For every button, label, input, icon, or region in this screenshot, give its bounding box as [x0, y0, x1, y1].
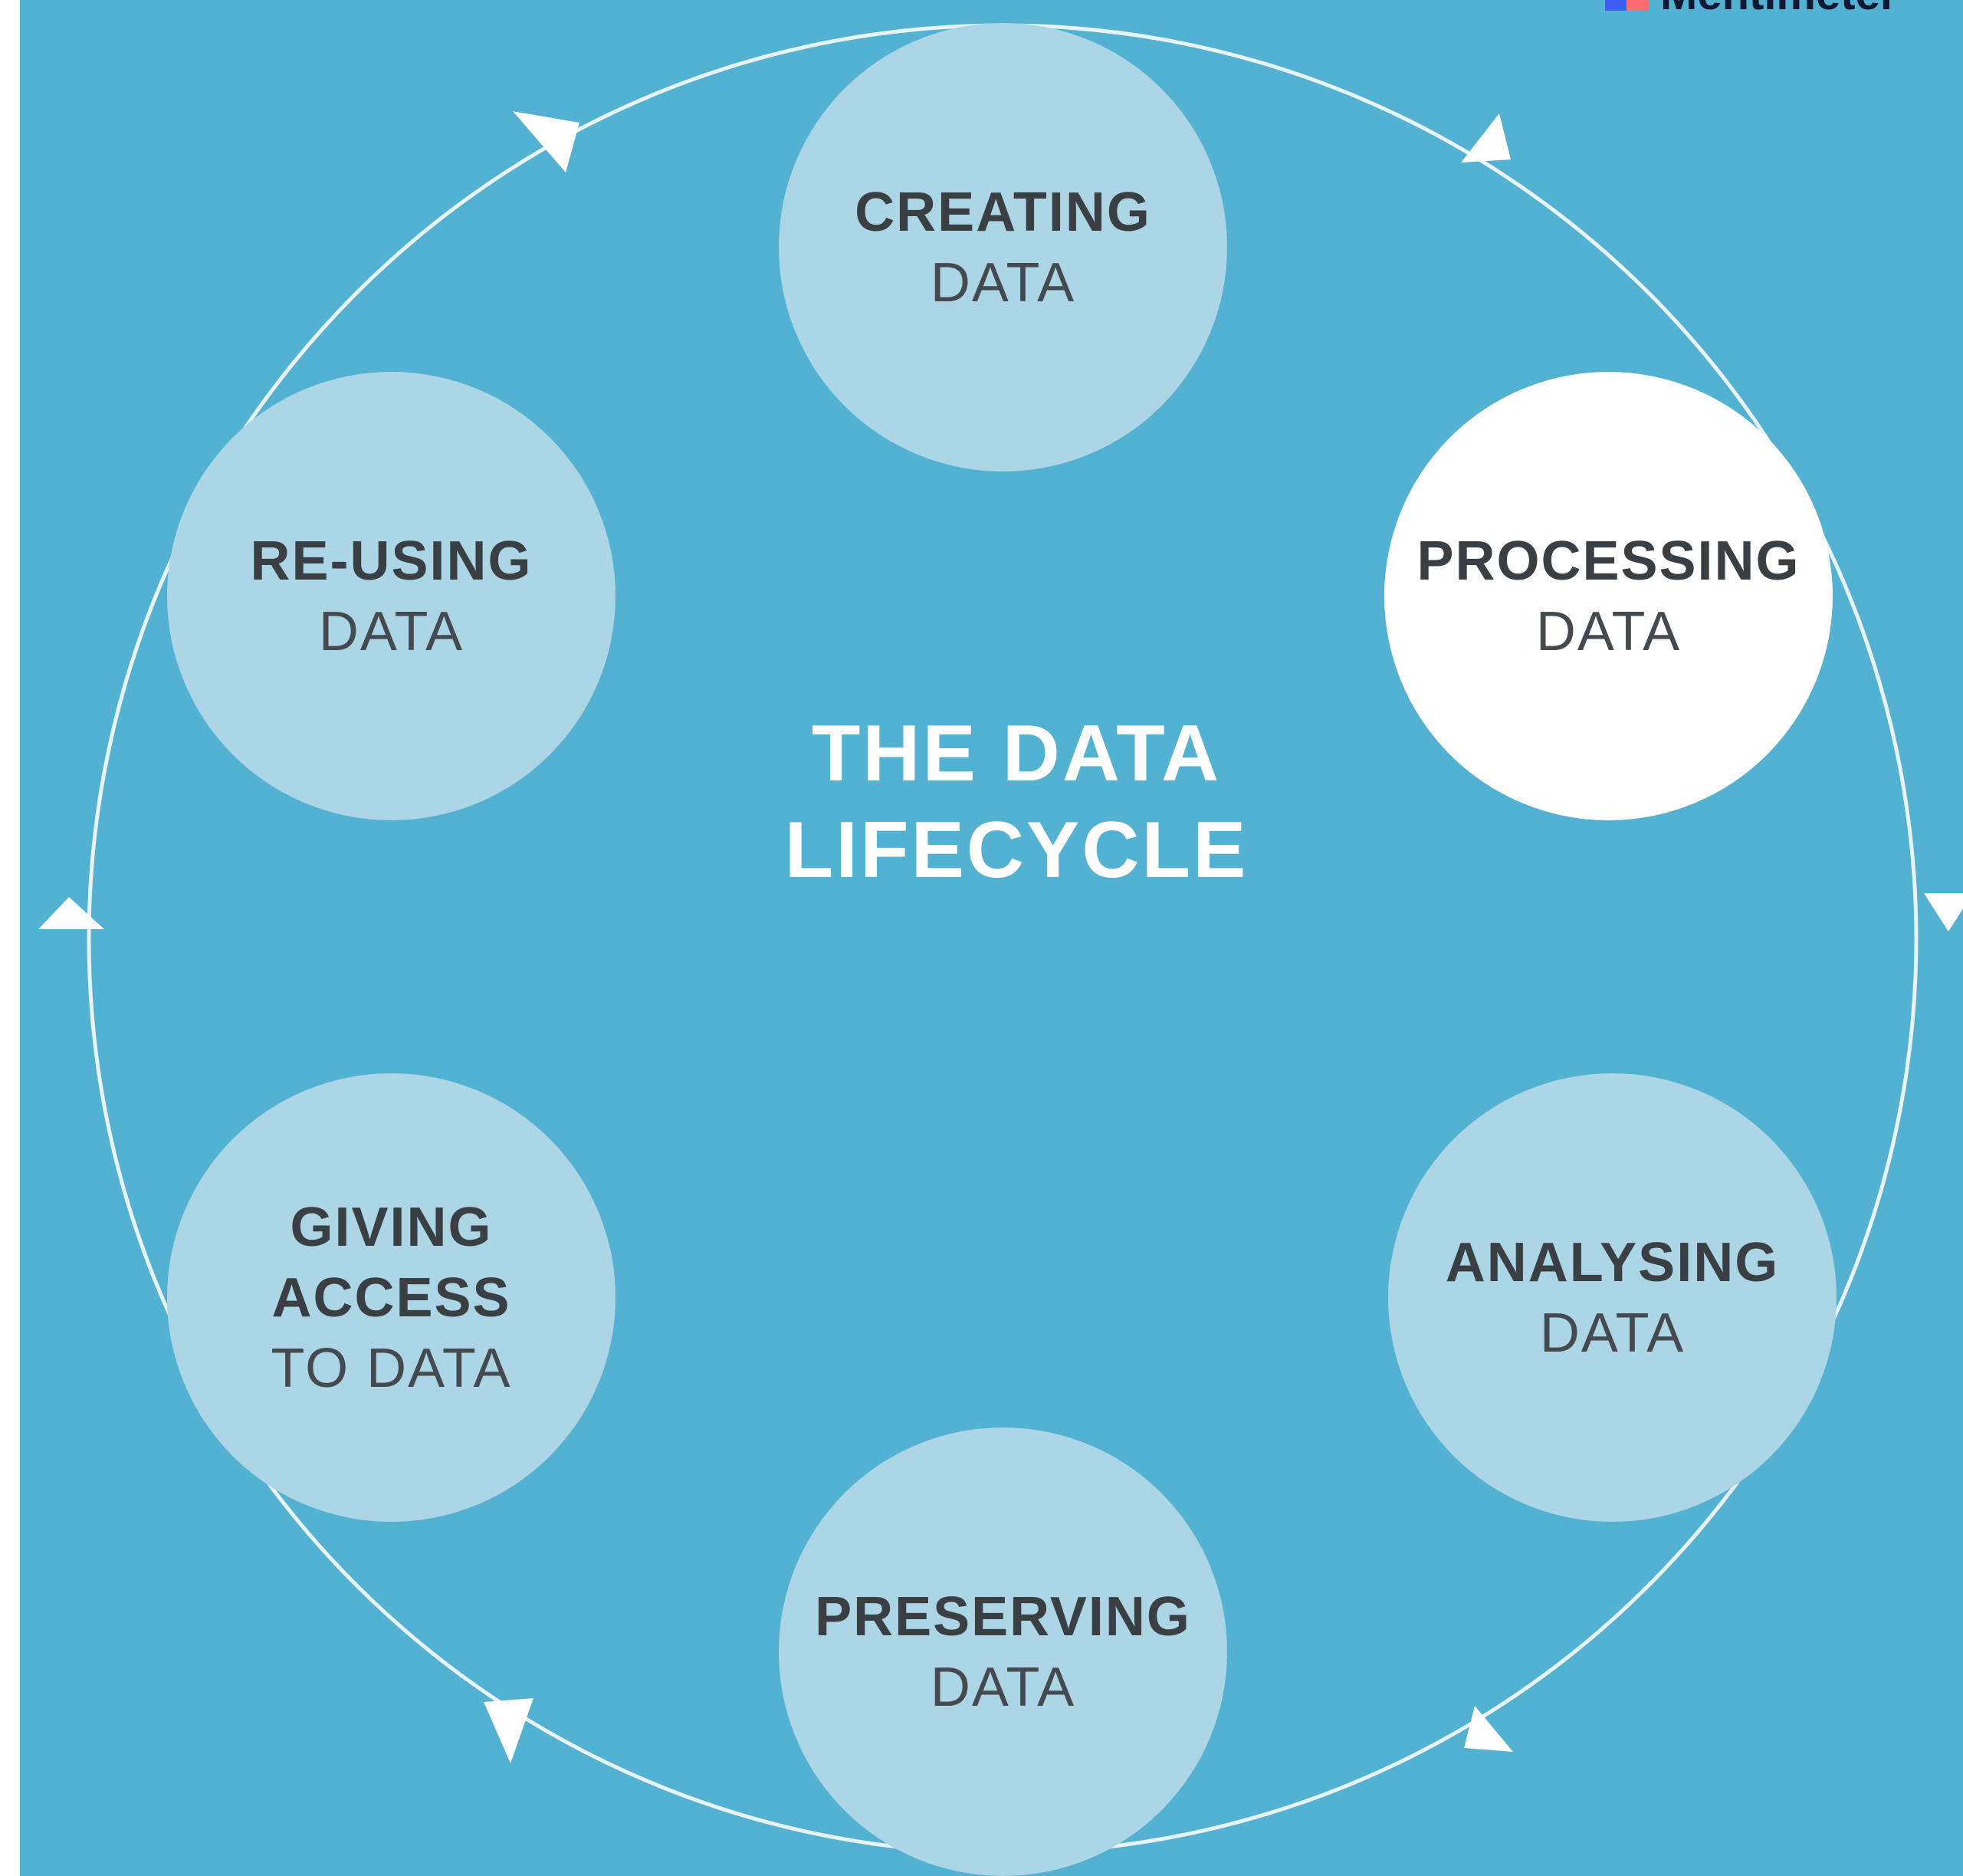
stage-preserving-data: PRESERVING DATA [779, 1428, 1227, 1876]
stage-re-using-data: RE-USING DATA [167, 372, 615, 820]
diagram-title: THE DATA LIFECYCLE [710, 705, 1323, 899]
stage-creating-data: CREATING DATA [779, 23, 1227, 471]
arrow-top-right-icon [1461, 113, 1511, 163]
stage-label-sub: DATA [318, 600, 464, 662]
stage-label-sub: DATA [1539, 1302, 1686, 1364]
arrow-bottom-right-icon [1464, 1706, 1513, 1752]
stage-label-main: PRESERVING [815, 1585, 1191, 1648]
stage-label-main: RE-USING [250, 530, 533, 592]
stage-label-sub: DATA [1535, 600, 1682, 662]
stage-label-top: GIVING [290, 1196, 493, 1258]
mentimeter-logo-icon [1605, 0, 1650, 11]
stage-label-sub: DATA [930, 1656, 1076, 1718]
brand-name: Mentimeter [1660, 0, 1897, 20]
arrow-bottom-left-icon [484, 1698, 533, 1763]
arrow-left-icon [38, 897, 104, 929]
stage-label-sub: DATA [930, 251, 1076, 314]
stage-label-main: CREATING [855, 181, 1151, 243]
title-line-1: THE DATA [811, 709, 1222, 798]
stage-label-main: ANALYSING [1445, 1231, 1780, 1293]
brand-logo: Mentimeter [1605, 0, 1897, 20]
stage-label-main: PROCESSING [1416, 530, 1801, 592]
stage-analysing-data: ANALYSING DATA [1388, 1073, 1837, 1522]
title-line-2: LIFECYCLE [784, 806, 1249, 895]
arrow-top-left-icon [513, 111, 579, 172]
stage-label-sub: TO DATA [271, 1337, 512, 1399]
arrow-right-icon [1924, 893, 1963, 931]
stage-giving-access-to-data: GIVING ACCESS TO DATA [167, 1073, 615, 1522]
stage-processing-data: PROCESSING DATA [1384, 372, 1833, 820]
slide-canvas: CREATING DATA PROCESSING DATA ANALYSING … [20, 0, 1963, 1876]
stage-label-main: ACCESS [271, 1267, 511, 1329]
